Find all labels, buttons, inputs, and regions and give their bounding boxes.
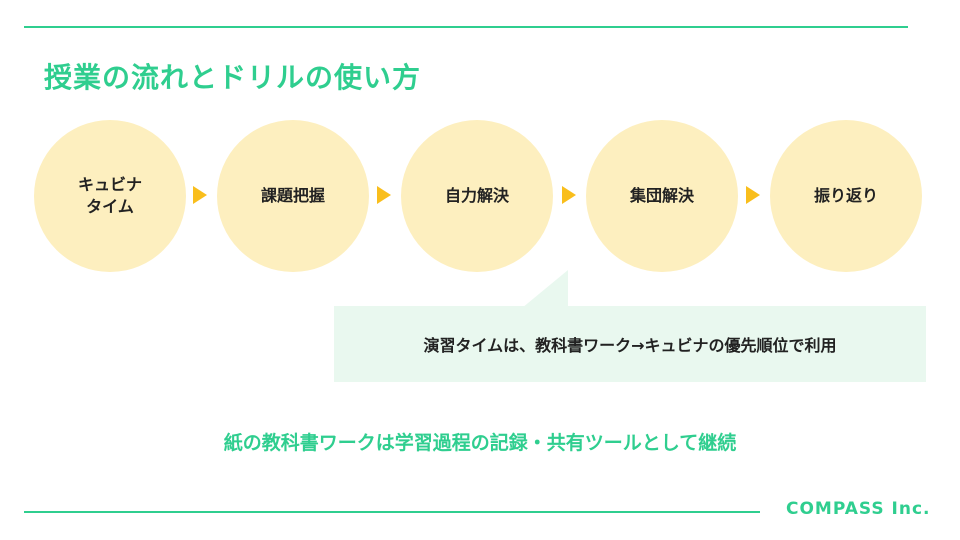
callout-text: 演習タイムは、教科書ワーク→キュビナの優先順位で利用 (423, 336, 837, 355)
flow-arrow-icon (562, 186, 576, 204)
flow-arrow-icon (746, 186, 760, 204)
flow-step-label: 振り返り (813, 186, 878, 205)
flow-step-label: 集団解決 (629, 186, 694, 205)
summary-text: 紙の教科書ワークは学習過程の記録・共有ツールとして継続 (223, 432, 737, 454)
practice-callout: 演習タイムは、教科書ワーク→キュビナの優先順位で利用 (334, 306, 926, 382)
slide-title: 授業の流れとドリルの使い方 (44, 61, 422, 94)
top-divider (24, 26, 908, 28)
flow-step-kyubina-time: キュビナ タイム (34, 120, 186, 272)
bottom-divider (24, 511, 760, 513)
flow-step-label: 自力解決 (444, 186, 509, 205)
flow-step-task-grasp: 課題把握 (217, 120, 369, 272)
flow-step-self-solve: 自力解決 (401, 120, 553, 272)
flow-step-group-solve: 集団解決 (586, 120, 738, 272)
flow-arrow-icon (193, 186, 207, 204)
flow-step-label: 課題把握 (260, 186, 325, 205)
flow-arrow-icon (377, 186, 391, 204)
flow-step-label: キュビナ タイム (77, 175, 142, 216)
callout-pointer (522, 270, 568, 308)
company-logo-text: COMPASS Inc. (786, 499, 931, 519)
flow-step-reflection: 振り返り (770, 120, 922, 272)
